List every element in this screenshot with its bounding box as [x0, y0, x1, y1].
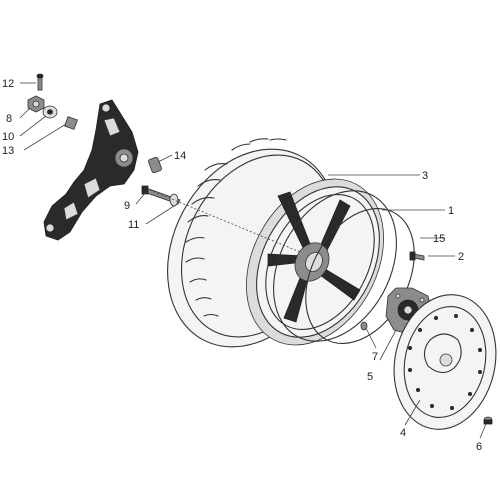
brake-disc — [393, 294, 497, 430]
swing-arm-bracket — [43, 99, 139, 241]
callout-3: 3 — [422, 170, 428, 182]
pin-7 — [360, 321, 368, 331]
callout-15: 15 — [433, 233, 445, 245]
callout-7: 7 — [372, 351, 378, 363]
washer-10 — [42, 105, 58, 119]
callout-1: 1 — [448, 205, 454, 217]
screw-6 — [483, 416, 493, 425]
callout-2: 2 — [458, 251, 464, 263]
spacer — [64, 116, 78, 130]
leader-lines — [19, 82, 487, 439]
wheel-rim — [246, 178, 397, 346]
callout-8: 8 — [6, 113, 12, 125]
callout-6: 6 — [476, 441, 482, 453]
callout-12: 12 — [2, 78, 14, 90]
callout-5: 5 — [367, 371, 373, 383]
callout-labels: 12 8 10 13 14 9 11 3 1 15 2 7 5 4 6 — [2, 78, 482, 453]
bolt-12 — [36, 73, 44, 91]
callout-14: 14 — [174, 150, 186, 162]
callout-10: 10 — [2, 131, 14, 143]
nut-8 — [27, 95, 45, 113]
callout-11: 11 — [128, 219, 139, 231]
callout-9: 9 — [124, 200, 130, 212]
callout-4: 4 — [400, 427, 406, 439]
spacer-14 — [148, 156, 162, 174]
callout-13: 13 — [2, 145, 14, 157]
bolt-2 — [409, 251, 425, 261]
